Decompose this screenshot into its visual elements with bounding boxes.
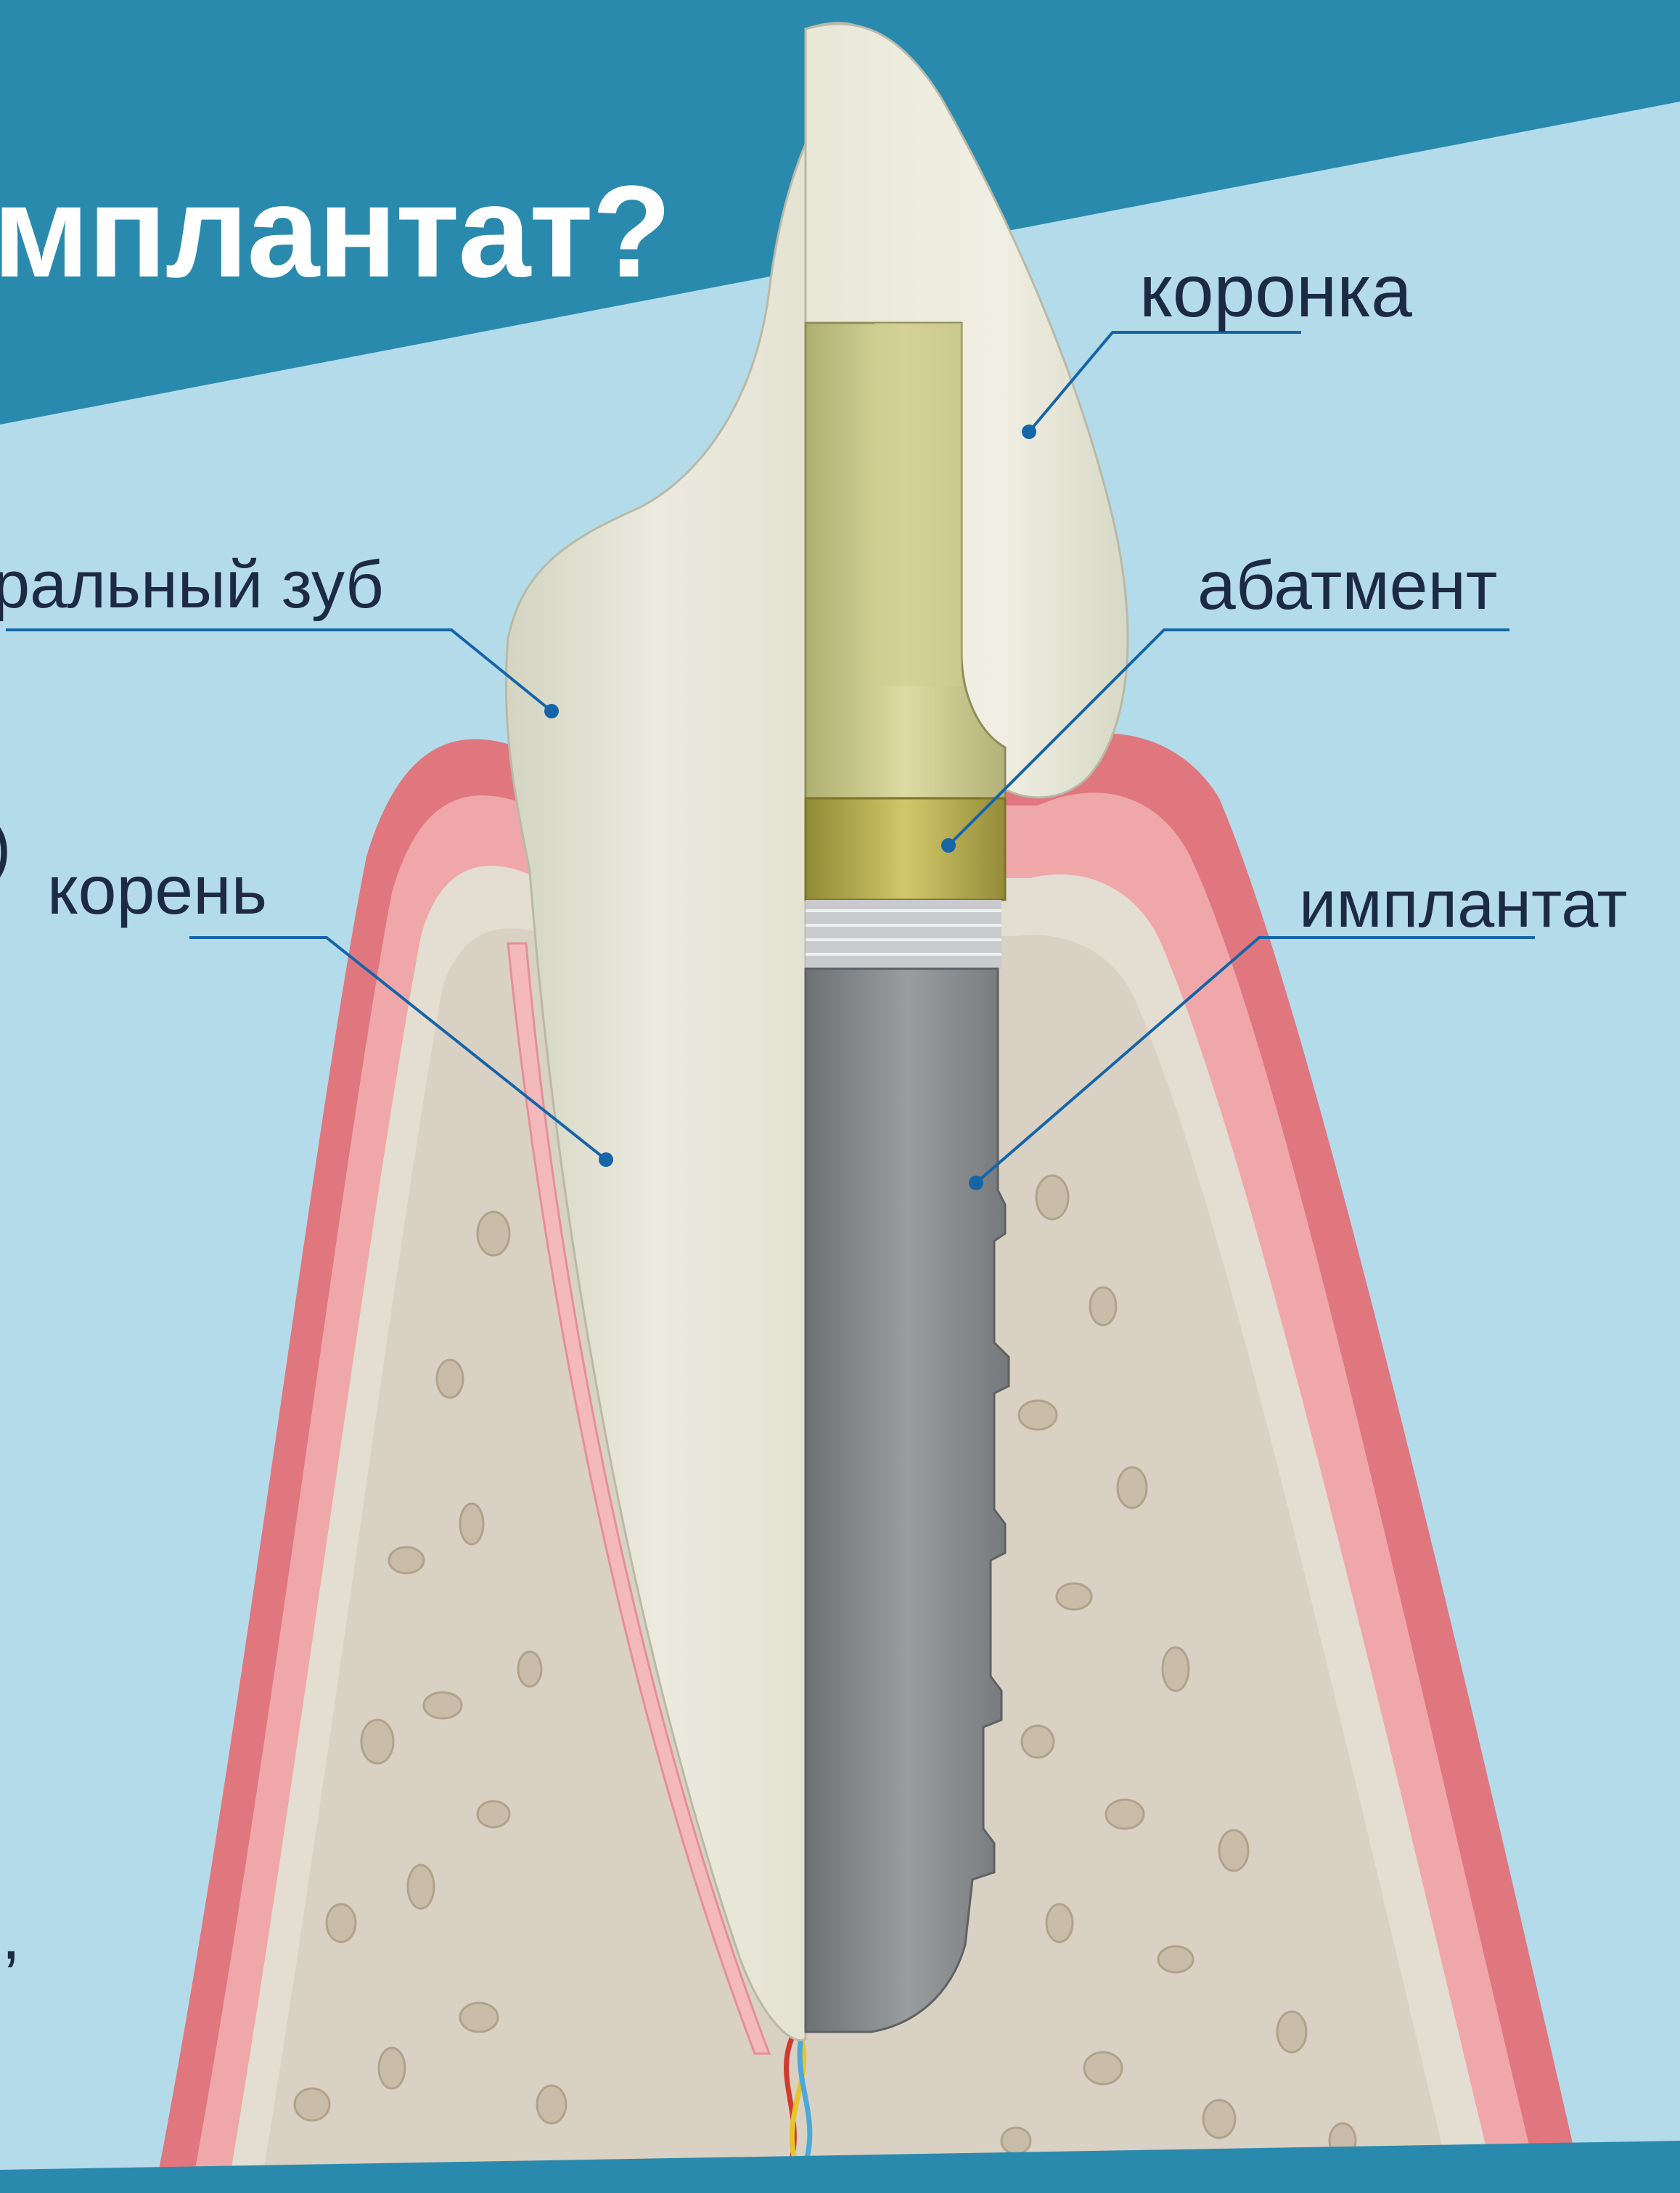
abutment-post xyxy=(874,323,962,686)
implant-body xyxy=(806,969,1009,2032)
label-abutment: абатмент xyxy=(1197,552,1497,620)
implant-collar xyxy=(806,798,1005,900)
page-title: мплантат? xyxy=(0,167,670,298)
cut-off-paren: ) xyxy=(0,813,12,882)
cut-off-comma: , xyxy=(1,1901,20,1970)
label-root: корень xyxy=(47,856,267,925)
label-implant: имплантат xyxy=(1299,871,1628,938)
label-natural-tooth: ральный зуб xyxy=(0,552,384,618)
label-crown: коронка xyxy=(1139,254,1412,328)
